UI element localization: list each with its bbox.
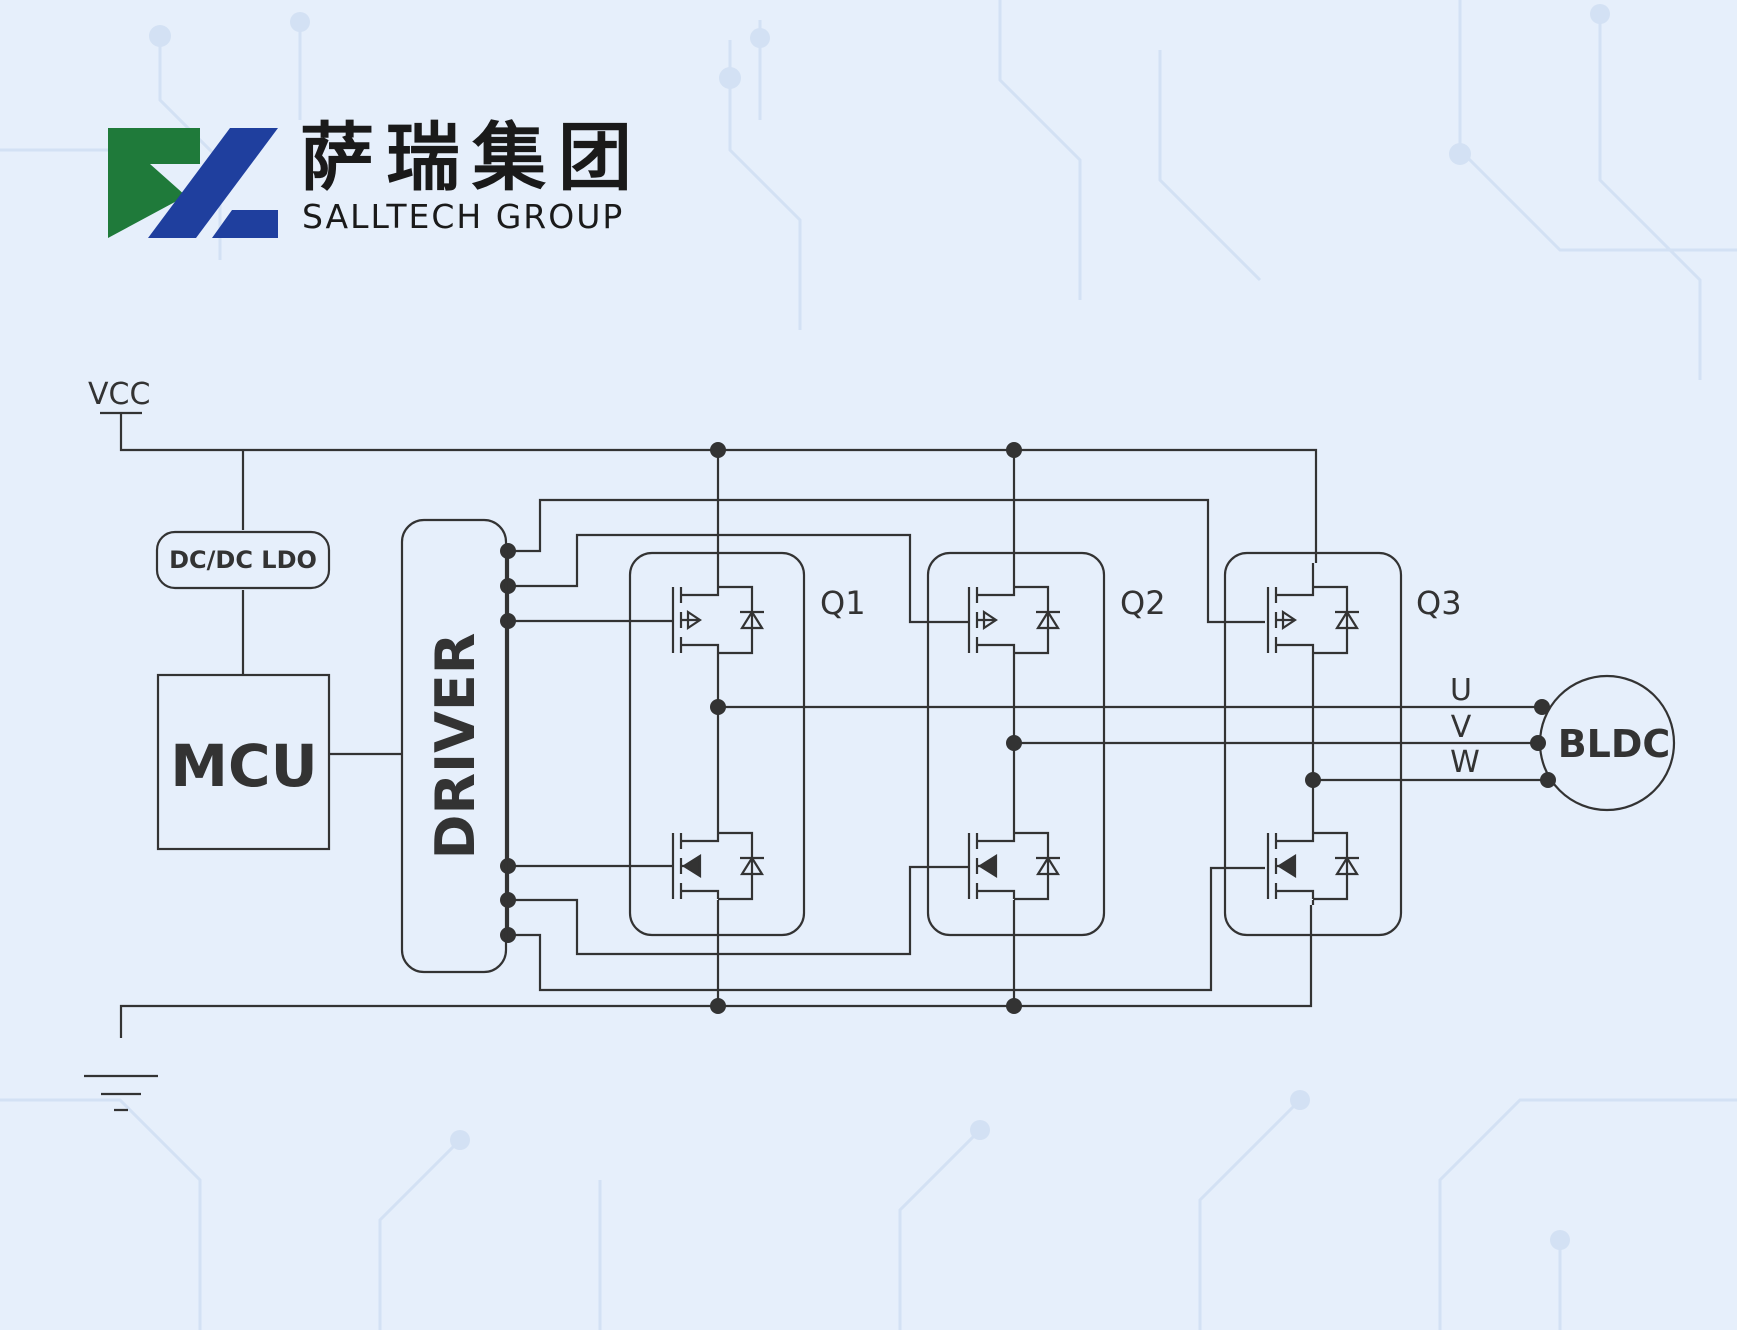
mcu-block bbox=[156, 673, 331, 851]
mosfet-icon-low-1 bbox=[671, 831, 764, 901]
mosfet-icon-low-3 bbox=[1266, 831, 1359, 901]
diode-icon bbox=[740, 855, 764, 876]
diode-icon bbox=[740, 609, 764, 630]
diode-icon bbox=[1036, 855, 1060, 876]
vcc-label: VCC bbox=[88, 377, 150, 412]
q2-label: Q2 bbox=[1120, 584, 1166, 622]
mosfet-icon-high-2 bbox=[967, 585, 1060, 655]
brand-name-cn: 萨瑞集团 bbox=[300, 115, 644, 201]
bldc-motor bbox=[1538, 674, 1676, 812]
salltech-logo-icon bbox=[108, 128, 278, 238]
driver-label: DRIVER bbox=[424, 633, 487, 860]
mosfet-icon-high-1 bbox=[671, 585, 764, 655]
diode-icon bbox=[1036, 609, 1060, 630]
mosfet-icon-low-2 bbox=[967, 831, 1060, 901]
mosfet-array bbox=[671, 585, 1359, 901]
phase-label-v: V bbox=[1451, 710, 1472, 745]
diode-icon bbox=[1335, 855, 1359, 876]
bldc-label: BLDC bbox=[1558, 722, 1671, 766]
q1-group bbox=[628, 551, 806, 937]
junction-dots bbox=[500, 442, 1556, 1014]
diode-icon bbox=[1335, 609, 1359, 630]
phase-label-u: U bbox=[1450, 673, 1472, 708]
q3-group bbox=[1223, 551, 1403, 937]
q1-label: Q1 bbox=[820, 584, 866, 622]
ldo-label: DC/DC LDO bbox=[169, 546, 317, 574]
mcu-label: MCU bbox=[170, 732, 317, 800]
phase-label-w: W bbox=[1450, 745, 1480, 780]
driver-block bbox=[400, 518, 508, 974]
brand-name-en: SALLTECH GROUP bbox=[302, 197, 625, 236]
ldo-block bbox=[155, 530, 331, 590]
mosfet-icon-high-3 bbox=[1266, 585, 1359, 655]
q3-label: Q3 bbox=[1416, 584, 1462, 622]
background-trace-dots bbox=[149, 4, 1610, 1250]
q2-group bbox=[926, 551, 1106, 937]
